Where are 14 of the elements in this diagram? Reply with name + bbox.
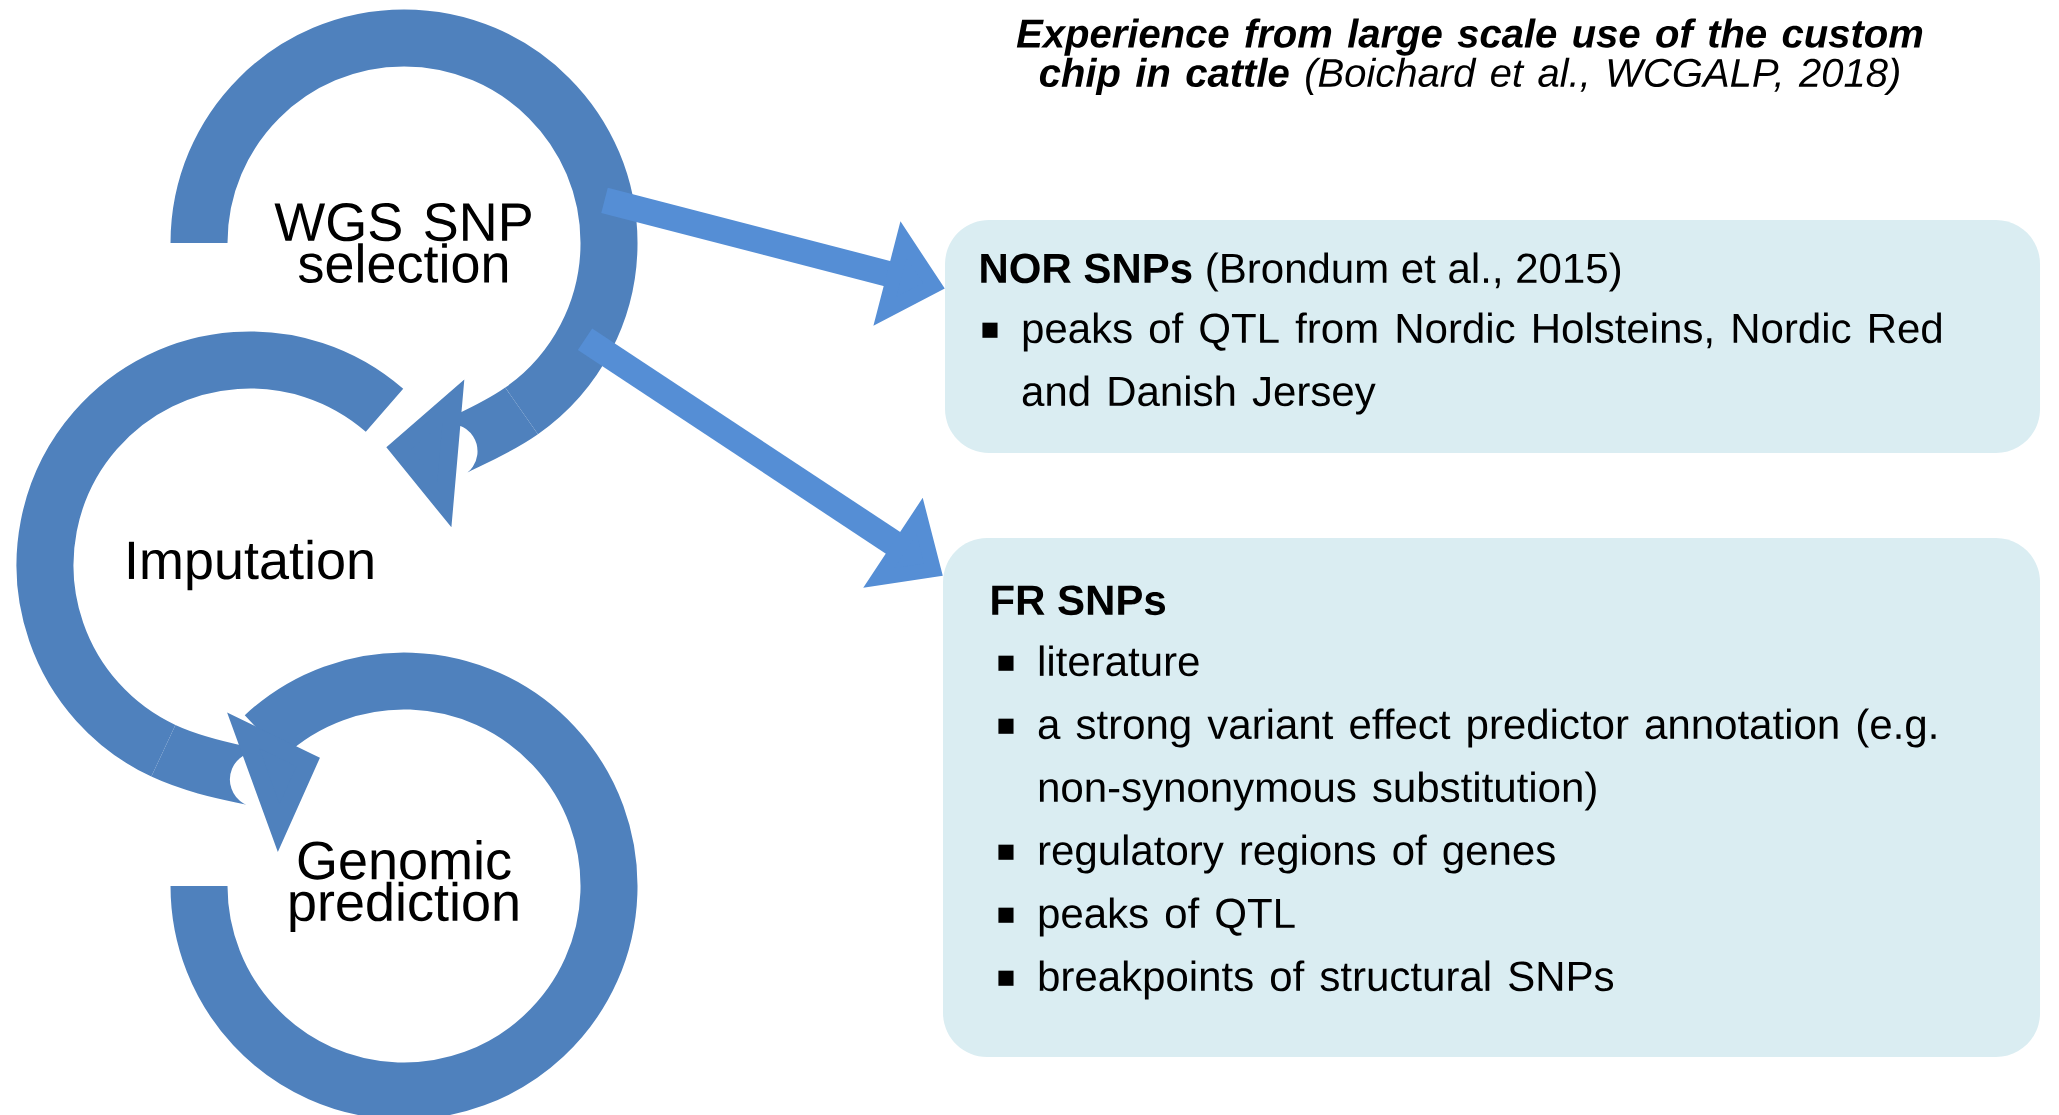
bullet-item: literature <box>998 645 1199 677</box>
ring-step: Genomic prediction <box>170 652 638 1115</box>
box-heading: FR SNPs <box>992 585 1166 616</box>
bullet-item: regulatory regions of genes <box>998 834 1555 874</box>
bullet-item: breakpoints of structural SNPs <box>998 960 1614 1000</box>
ring-step: Imputation <box>16 331 402 777</box>
bullet-item: peaks of QTL <box>998 897 1295 937</box>
bullet-item: peaks of QTL from Nordic Holsteins, Nordic Red and Danish Jersey <box>982 312 1941 415</box>
ring-step: WGS SNP selection <box>170 9 638 434</box>
info-box <box>945 220 2041 453</box>
info-box <box>943 538 2041 1057</box>
title: Experience from large scale use of the custom chip in cattle (Boichard et al., WCGALP, 2018) <box>1016 18 1923 95</box>
box-heading: NOR SNPs (Brondum et al., 2015) <box>981 252 1620 292</box>
bullet-item: a strong variant effect predictor annotation (e.g. non-synonymous substitution) <box>998 708 1936 811</box>
